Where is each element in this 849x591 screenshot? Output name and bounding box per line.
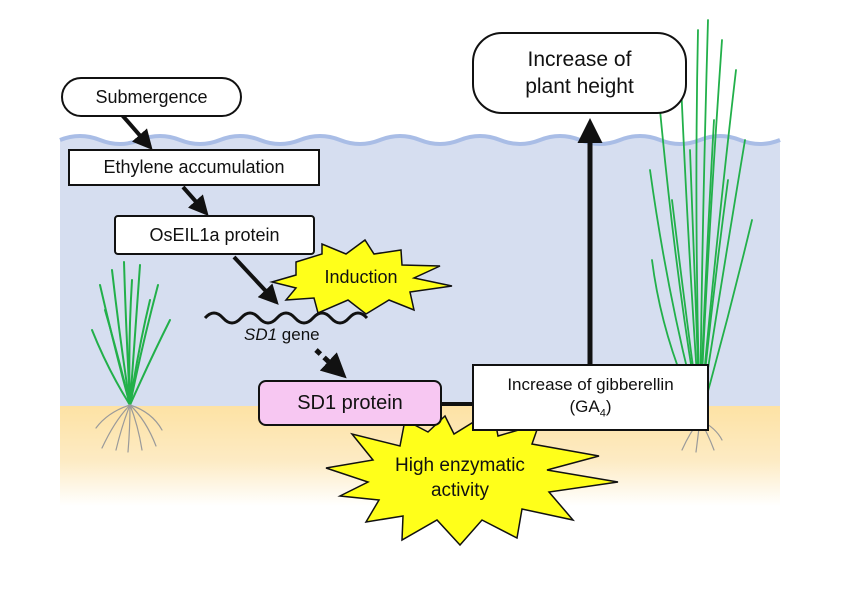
sd1-gene-italic: SD1 xyxy=(244,325,278,344)
gibberellin-line1: Increase of gibberellin xyxy=(507,375,674,395)
short-rice-plant-icon xyxy=(91,261,171,453)
gibberellin-line2: (GA4) xyxy=(569,396,612,419)
oseil1a-protein-node: OsEIL1a protein xyxy=(114,215,315,255)
submergence-node: Submergence xyxy=(61,77,242,117)
plant-height-line2: plant height xyxy=(525,75,634,98)
arrow-ethylene-to-oseil1a xyxy=(181,185,209,216)
plant-height-line1: Increase of xyxy=(527,47,632,71)
enzymatic-activity-label: High enzymatic activity xyxy=(395,455,525,501)
arrows xyxy=(120,113,603,406)
ethylene-accumulation-node: Ethylene accumulation xyxy=(68,149,320,186)
sd1-gene-label: SD1 gene xyxy=(244,325,320,345)
wavy-gene-icon xyxy=(203,311,369,325)
arrow-oseil1a-to-gene xyxy=(232,255,279,305)
water-surface-line xyxy=(59,134,781,146)
gibberellin-node: Increase of gibberellin (GA4) xyxy=(472,364,709,431)
gene-word: gene xyxy=(277,325,320,344)
sd1-protein-node: SD1 protein xyxy=(258,380,442,426)
arrow-submergence-to-ethylene xyxy=(120,113,153,151)
plant-height-node: Increase of plant height xyxy=(472,32,687,114)
induction-label: Induction xyxy=(324,267,398,287)
induction-burst-shape xyxy=(269,238,453,315)
